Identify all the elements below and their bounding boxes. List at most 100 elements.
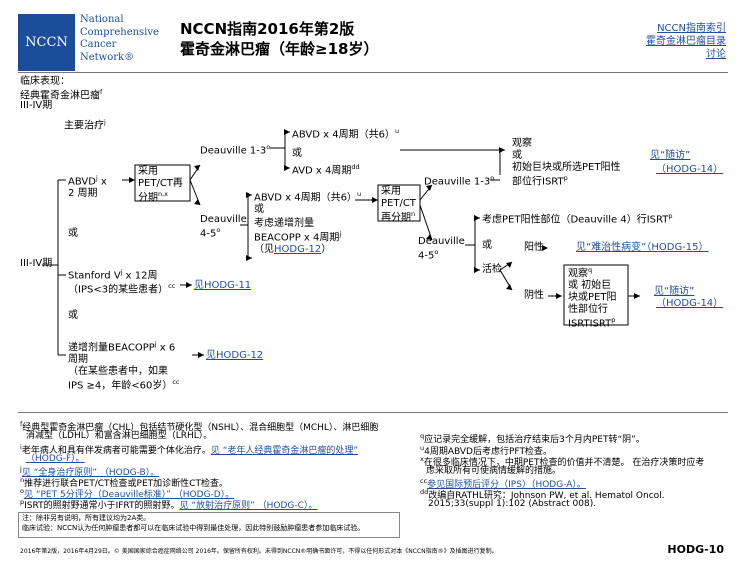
stanford-text: Stanford V — [68, 270, 121, 282]
escal-line: 考虑递增剂量 — [254, 218, 314, 229]
footnote-key: p — [20, 498, 25, 506]
footnote-text: 在很多临床情况下，中期PET检查的价值并不清楚。 在治疗决策时应考 — [423, 458, 705, 468]
neg-line: 块或PET阳 — [568, 292, 617, 304]
or-connector: 或 — [68, 310, 78, 321]
link-ips[interactable]: 参见国际预后评分（IPS）（HODG-A）。 — [427, 480, 586, 490]
link-hodg-11[interactable]: 见HODG-11 — [194, 280, 252, 291]
or-connector: 或 — [292, 148, 302, 159]
footnote-text: 4周期ABVD后考虑行PFT检查。 — [424, 447, 552, 457]
observe-line: 或 — [512, 150, 522, 161]
footnote-key: x — [420, 455, 424, 463]
stanford-weeks: x 12周 — [122, 270, 158, 282]
footnote-key: cc — [420, 477, 428, 485]
consider-text: 考虑PET阳性部位（Deauville 4）行ISRT — [482, 214, 669, 226]
logo-line: Comprehensive — [80, 26, 159, 38]
escal-close: ） — [321, 244, 332, 256]
footnote-text: 应记录完全缓解，包括治疗结束后3个月内PET转“阴”。 — [424, 435, 645, 445]
footnote-key: dd — [420, 488, 429, 496]
footnote-key: j — [20, 465, 22, 473]
deauville-range: 4-5 — [200, 228, 217, 240]
footnote-key: u — [420, 444, 425, 452]
stage-label: III-IV期 — [20, 100, 53, 111]
footnote-ref: cc — [172, 378, 180, 387]
footnote-text: 经典型霍奇金淋巴瘤（CHL）包括结节硬化型（NSHL）、混合细胞型（MCHL）、… — [22, 423, 379, 433]
positive-label: 阳性 — [524, 242, 544, 253]
footnote-ref: f — [100, 88, 103, 96]
link-pet-5-point[interactable]: 见 “PET 5分评分（Deauville标准）” （HODG-D）。 — [23, 490, 235, 500]
deauville-text: Deauville 1-3 — [200, 145, 267, 157]
footnote-ref: o — [434, 248, 439, 256]
footnote-p: pISRT的照射野通常小于IFRT的照射野。见 “放射治疗原则” （HODG-C… — [20, 498, 317, 512]
link-hodg-12[interactable]: 见HODG-12 — [206, 350, 264, 361]
footnote-ref: n — [411, 210, 416, 218]
link-hodgkin-toc[interactable]: 霍奇金淋巴瘤目录 — [646, 36, 726, 47]
deauville-1-3-second: Deauville 1-3o — [424, 174, 494, 188]
footnote-ref: q — [588, 266, 593, 274]
logo-line: National — [80, 14, 124, 25]
abvd-text: ABVD — [68, 176, 96, 188]
link-refractory-disease[interactable]: 见“难治性病变”（HODG-15） — [576, 242, 709, 253]
link-discussion[interactable]: 讨论 — [706, 49, 726, 60]
footnote-text: 老年病人和具有伴发病者可能需要个体化治疗。 — [21, 446, 211, 456]
link-radiation-principles[interactable]: 见 “放射治疗原则” （HODG-C）。 — [179, 501, 318, 511]
link-hodg-14-a[interactable]: （HODG-14） — [656, 164, 724, 175]
footnote-q: q应记录完全缓解，包括治疗结束后3个月内PET转“阴”。 — [420, 432, 645, 446]
link-guidelines-index[interactable]: NCCN指南索引 — [657, 23, 726, 34]
footnote-ref: n,x — [158, 190, 169, 198]
link-follow-up-1[interactable]: 见“随访” — [650, 150, 690, 162]
link-follow-up-2[interactable]: 见“随访” — [654, 286, 695, 297]
see-follow-up[interactable]: 见“随访” — [650, 150, 691, 161]
neg-line: 性部位行 — [568, 304, 608, 316]
footnote-i: i老年病人和具有伴发病者可能需要个体化治疗。见 “老年人经典霍奇金淋巴瘤的处理” — [20, 443, 358, 457]
footnote-f: f经典型霍奇金淋巴瘤（CHL）包括结节硬化型（NSHL）、混合细胞型（MCHL）… — [20, 420, 378, 434]
footnote-key: f — [20, 420, 23, 428]
logo-abbr: NCCN — [25, 35, 68, 50]
footnote-ref: cc — [168, 282, 176, 291]
or-connector: 或 — [68, 228, 78, 239]
abvd4-text: ABVD x 4周期（共6） — [292, 129, 395, 141]
footnote-dd: dd改编自RATHL研究：Johnson PW, et al. Hematol … — [420, 488, 665, 502]
page-subtitle: 霍奇金淋巴瘤（年龄≥18岁） — [180, 40, 379, 58]
deauville-text: Deauville — [418, 236, 465, 247]
footnote-ref: j — [95, 174, 98, 182]
footnote-dd-cont: 2015;33(suppl 1):102 (Abstract 008). — [428, 499, 597, 509]
escal-see: （见 — [254, 244, 274, 256]
footnote-text: 推荐进行联合PET/CT检查或PET加诊断性CT检查。 — [24, 479, 228, 489]
footnote-key: q — [420, 432, 425, 440]
classical-hodgkin-label: 经典霍奇金淋巴瘤f — [20, 88, 102, 102]
deauville-text: Deauville 1-3 — [424, 176, 491, 188]
observe-line: 初始巨块或所选PET阳性 — [512, 162, 621, 173]
logo-org-name: National Comprehensive Cancer Network® — [80, 14, 159, 64]
or-connector: 或 — [482, 240, 492, 251]
classical-hodgkin-text: 经典霍奇金淋巴瘤 — [20, 90, 100, 102]
link-systemic-therapy[interactable]: 见 “全身治疗原则” （HODG-B）。 — [21, 468, 160, 478]
link-hodg-14-b[interactable]: （HODG-14） — [656, 298, 724, 309]
abvd-4-cycles-b: ABVD x 4周期（共6）u — [254, 190, 361, 204]
footnote-x: x在很多临床情况下，中期PET检查的价值并不清楚。 在治疗决策时应考 — [420, 455, 704, 469]
petct2-line: 再分期 — [381, 212, 411, 224]
footnote-text: 改编自RATHL研究：Johnson PW, et al. Hematol On… — [428, 491, 665, 501]
link-elderly-management[interactable]: 见 “老年人经典霍奇金淋巴瘤的处理” — [210, 446, 359, 456]
beacopp-text: 递增剂量BEACOPP — [68, 342, 155, 354]
category-note-box — [18, 512, 400, 538]
link-hodg-12-inline[interactable]: HODG-12 — [274, 244, 322, 256]
neg-line: 或 初始巨 — [568, 280, 612, 292]
footnote-ref: u — [394, 127, 400, 135]
footnote-ref: p — [668, 212, 673, 220]
page-number: HODG-10 — [667, 543, 724, 556]
observe-line: 部位行ISRT — [512, 176, 564, 188]
petct2-line: 采用 — [381, 186, 401, 197]
avd-4-cycles: AVD x 4周期dd — [292, 163, 360, 177]
link-hodg-f[interactable]: （HODG-F）。 — [26, 454, 85, 464]
stage-iii-iv-label: III-IV期 — [20, 258, 53, 269]
petct1-line: PET/CT再 — [138, 178, 183, 189]
